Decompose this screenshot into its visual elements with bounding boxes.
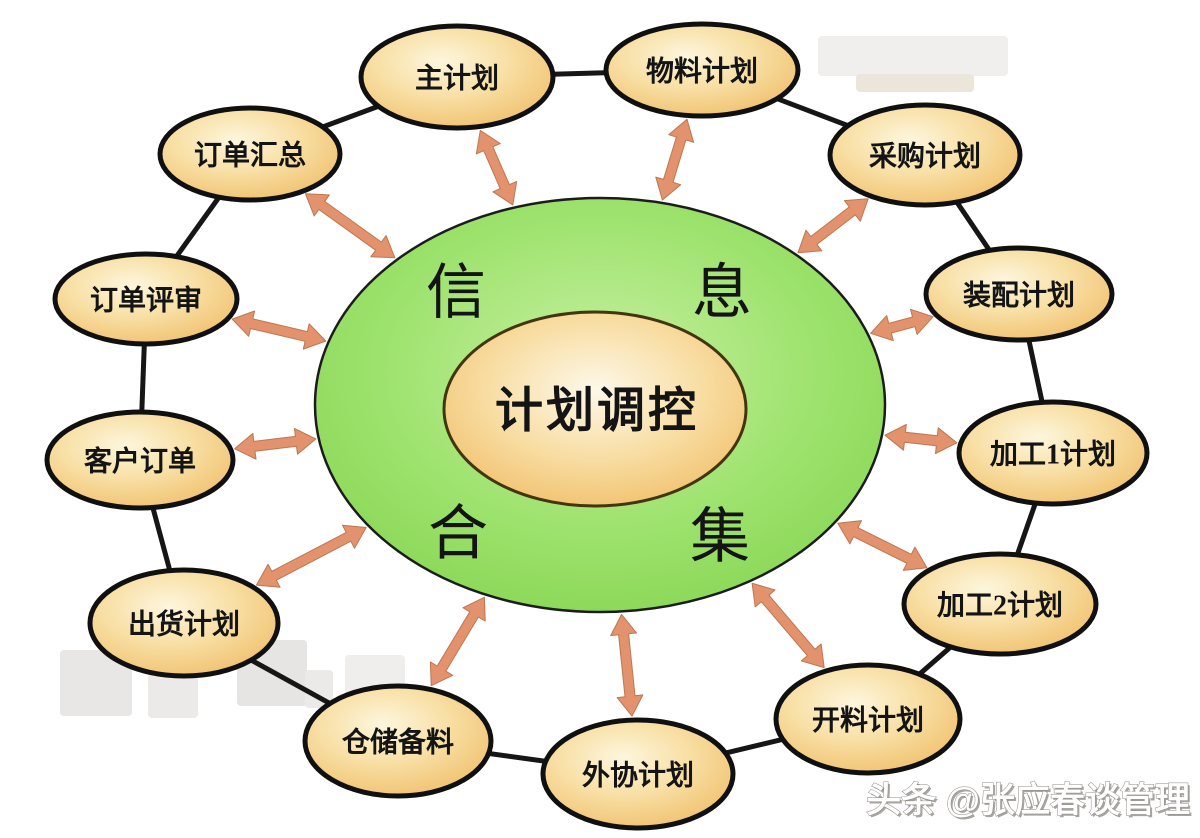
node-label-shipping-plan: 出货计划	[128, 608, 240, 641]
node-outsourcing-plan: 外协计划	[540, 717, 736, 831]
node-label-cutting-plan: 开料计划	[812, 705, 924, 737]
info-pool-char: 集	[690, 504, 750, 570]
info-pool-char: 信	[426, 260, 486, 326]
exchange-arrow-processing-2-plan	[837, 520, 928, 571]
node-ellipse-processing-1-plan	[956, 399, 1150, 507]
exchange-arrow-material-plan	[655, 118, 695, 201]
node-label-outsourcing-plan: 外协计划	[582, 760, 694, 792]
node-ellipse-order-review	[52, 251, 240, 347]
exchange-arrow-assembly-plan	[870, 308, 934, 342]
exchange-arrow-warehouse-materials	[429, 596, 486, 687]
node-ellipse-warehouse-materials	[302, 683, 494, 799]
exchange-arrow-order-summary	[305, 193, 396, 259]
exchange-arrow-cutting-plan	[751, 582, 825, 669]
watermark-shadow: 头条 @张应春谈管理	[868, 782, 1192, 822]
plan-control-label: 计划调控	[495, 385, 699, 438]
node-label-customer-order: 客户订单	[84, 445, 196, 478]
node-ellipse-material-plan	[603, 21, 801, 119]
node-label-order-review: 订单评审	[90, 284, 202, 317]
plan-control-ellipse	[442, 310, 748, 508]
info-pool-char: 息	[692, 260, 752, 326]
node-ellipse-master-plan	[358, 23, 556, 131]
node-assembly-plan: 装配计划	[923, 245, 1115, 343]
node-label-master-plan: 主计划	[415, 63, 499, 95]
node-label-processing-2-plan: 加工2计划	[937, 590, 1063, 622]
node-label-processing-1-plan: 加工1计划	[990, 439, 1116, 471]
node-processing-2-plan: 加工2计划	[901, 551, 1099, 657]
node-purchasing-plan: 采购计划	[827, 102, 1023, 208]
node-warehouse-materials: 仓储备料	[302, 683, 494, 799]
node-ellipse-assembly-plan	[923, 245, 1115, 343]
faded-watermark-block	[856, 74, 974, 92]
exchange-arrow-processing-1-plan	[884, 423, 958, 455]
node-ellipse-customer-order	[44, 409, 236, 511]
node-label-warehouse-materials: 仓储备料	[342, 727, 454, 759]
node-ellipse-shipping-plan	[87, 567, 281, 679]
node-label-material-plan: 物料计划	[646, 56, 758, 88]
node-label-purchasing-plan: 采购计划	[869, 140, 981, 173]
faded-watermark-block	[148, 674, 198, 718]
node-order-summary: 订单汇总	[157, 105, 343, 203]
exchange-arrow-outsourcing-plan	[610, 613, 644, 717]
node-ellipse-processing-2-plan	[901, 551, 1099, 657]
exchange-arrow-master-plan	[475, 129, 518, 206]
node-master-plan: 主计划	[358, 23, 556, 131]
exchange-arrow-customer-order	[234, 427, 317, 460]
node-processing-1-plan: 加工1计划	[956, 399, 1150, 507]
node-cutting-plan: 开料计划	[773, 662, 963, 776]
faded-watermark-block	[60, 650, 132, 716]
exchange-arrow-shipping-plan	[255, 524, 367, 588]
node-ellipse-cutting-plan	[773, 662, 963, 776]
node-label-assembly-plan: 装配计划	[963, 280, 1075, 312]
node-ellipse-order-summary	[157, 105, 343, 203]
node-order-review: 订单评审	[52, 251, 240, 347]
node-label-order-summary: 订单汇总	[194, 140, 306, 172]
node-material-plan: 物料计划	[603, 21, 801, 119]
node-shipping-plan: 出货计划	[87, 567, 281, 679]
node-customer-order: 客户订单	[44, 409, 236, 511]
info-pool-char: 合	[428, 501, 488, 567]
node-ellipse-outsourcing-plan	[540, 717, 736, 831]
node-ellipse-purchasing-plan	[827, 102, 1023, 208]
exchange-arrow-purchasing-plan	[797, 198, 869, 254]
exchange-arrow-order-review	[231, 310, 327, 350]
watermark-text: 头条 @张应春谈管理	[866, 780, 1190, 820]
faded-watermark-block	[818, 36, 1008, 76]
